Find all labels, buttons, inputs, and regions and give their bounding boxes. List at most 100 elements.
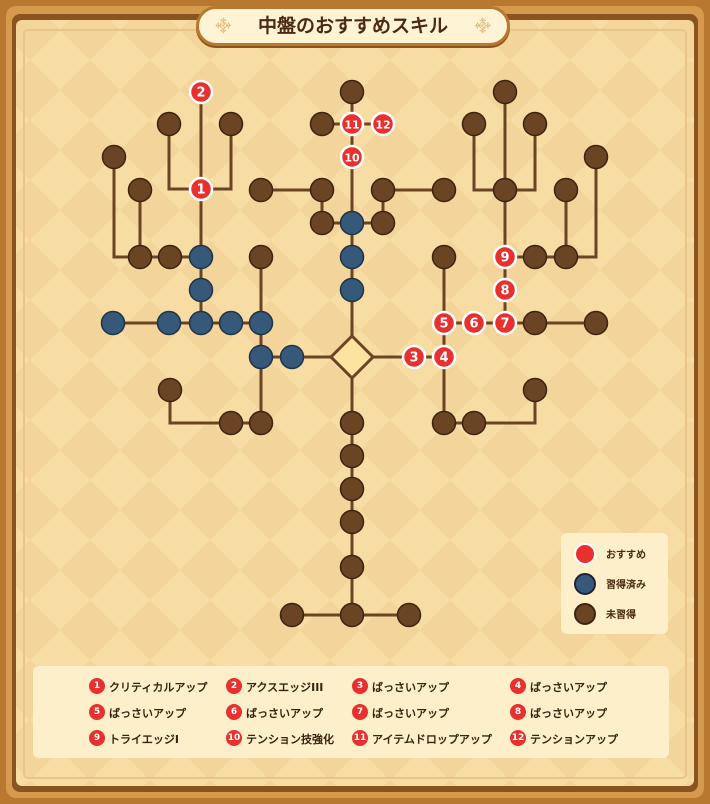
skill-node-recommended[interactable]: 3	[401, 344, 427, 370]
skill-node-recommended[interactable]: 2	[188, 79, 214, 105]
skill-node-recommended[interactable]: 11	[339, 111, 365, 137]
skill-node-unlearned[interactable]	[309, 210, 335, 236]
skill-name: ばっさいアップ	[530, 681, 607, 694]
skill-node-recommended[interactable]: 4	[431, 344, 457, 370]
skill-node-unlearned[interactable]	[218, 410, 244, 436]
skill-node-unlearned[interactable]	[431, 177, 457, 203]
skill-name: ばっさいアップ	[246, 707, 323, 720]
skill-name: テンション技強化	[246, 733, 334, 746]
skill-node-unlearned[interactable]	[248, 177, 274, 203]
skill-node-unlearned[interactable]	[461, 111, 487, 137]
swirl-ornament-icon: ࿇	[215, 15, 232, 36]
skill-node-unlearned[interactable]	[553, 177, 579, 203]
tree-connector	[112, 157, 201, 259]
skill-node-unlearned[interactable]	[157, 244, 183, 270]
skill-node-unlearned[interactable]	[522, 244, 548, 270]
skill-node-unlearned[interactable]	[370, 177, 396, 203]
skill-node-unlearned[interactable]	[492, 79, 518, 105]
skill-node-learned[interactable]	[248, 344, 274, 370]
skill-node-unlearned[interactable]	[522, 111, 548, 137]
skill-number-badge: 10	[226, 730, 242, 746]
skill-node-recommended[interactable]: 6	[461, 310, 487, 336]
skill-node-unlearned[interactable]	[396, 602, 422, 628]
skill-node-unlearned[interactable]	[492, 177, 518, 203]
skill-node-learned[interactable]	[339, 277, 365, 303]
skill-node-unlearned[interactable]	[583, 310, 609, 336]
skill-node-unlearned[interactable]	[156, 111, 182, 137]
skill-number-badge: 4	[510, 678, 526, 694]
skill-node-unlearned[interactable]	[309, 111, 335, 137]
legend: おすすめ 習得済み 未習得	[561, 533, 668, 634]
skill-node-learned[interactable]	[100, 310, 126, 336]
tree-connector	[168, 390, 261, 425]
skill-node-learned[interactable]	[248, 310, 274, 336]
skill-node-unlearned[interactable]	[339, 509, 365, 535]
skill-node-learned[interactable]	[188, 310, 214, 336]
skill-node-unlearned[interactable]	[553, 244, 579, 270]
skill-node-unlearned[interactable]	[218, 111, 244, 137]
legend-label: 習得済み	[606, 580, 646, 591]
skill-node-unlearned[interactable]	[431, 410, 457, 436]
skill-name: ばっさいアップ	[530, 707, 607, 720]
swirl-ornament-icon: ࿇	[474, 15, 491, 36]
skill-node-recommended[interactable]: 8	[492, 277, 518, 303]
skill-node-unlearned[interactable]	[522, 377, 548, 403]
skill-node-unlearned[interactable]	[127, 177, 153, 203]
skill-node-unlearned[interactable]	[370, 210, 396, 236]
skill-node-unlearned[interactable]	[339, 554, 365, 580]
legend-label: おすすめ	[606, 550, 646, 561]
skill-node-recommended[interactable]: 7	[492, 310, 518, 336]
skill-node-unlearned[interactable]	[339, 79, 365, 105]
skill-number-badge: 8	[510, 704, 526, 720]
skill-node-unlearned[interactable]	[279, 602, 305, 628]
skill-number-badge: 5	[89, 704, 105, 720]
skill-node-unlearned[interactable]	[248, 410, 274, 436]
skill-node-unlearned[interactable]	[339, 410, 365, 436]
skill-name: ばっさいアップ	[372, 707, 449, 720]
skill-name: アクスエッジIII	[246, 681, 324, 694]
skill-name: トライエッジI	[109, 733, 179, 746]
skill-name: クリティカルアップ	[109, 681, 208, 694]
skill-node-unlearned[interactable]	[339, 476, 365, 502]
skill-node-recommended[interactable]: 1	[188, 176, 214, 202]
skill-node-unlearned[interactable]	[101, 144, 127, 170]
skill-node-learned[interactable]	[188, 277, 214, 303]
center-start-node	[328, 333, 376, 381]
skill-node-learned[interactable]	[188, 244, 214, 270]
skill-node-learned[interactable]	[339, 244, 365, 270]
skill-node-unlearned[interactable]	[431, 244, 457, 270]
skill-node-unlearned[interactable]	[127, 244, 153, 270]
skill-node-unlearned[interactable]	[461, 410, 487, 436]
skill-node-number: 7	[500, 317, 509, 332]
skill-node-number: 5	[439, 317, 448, 332]
page-title: 中盤のおすすめスキル	[257, 15, 448, 37]
skill-node-number: 10	[344, 152, 360, 165]
skill-number-badge: 1	[89, 678, 105, 694]
skill-number-badge: 3	[352, 678, 368, 694]
skill-name: アイテムドロップアップ	[372, 733, 492, 746]
skill-node-unlearned[interactable]	[522, 310, 548, 336]
skill-node-number: 1	[196, 183, 205, 198]
skill-node-number: 12	[375, 119, 390, 132]
skill-node-number: 11	[344, 119, 359, 132]
skill-node-unlearned[interactable]	[309, 177, 335, 203]
skill-node-unlearned[interactable]	[157, 377, 183, 403]
skill-node-unlearned[interactable]	[339, 602, 365, 628]
skill-node-unlearned[interactable]	[248, 244, 274, 270]
skill-node-learned[interactable]	[279, 344, 305, 370]
skill-node-number: 6	[469, 317, 478, 332]
unlearned-dot-icon	[574, 603, 596, 625]
skill-node-number: 9	[500, 251, 509, 266]
skill-node-learned[interactable]	[156, 310, 182, 336]
skill-number-badge: 6	[226, 704, 242, 720]
skill-node-unlearned[interactable]	[339, 443, 365, 469]
skill-node-learned[interactable]	[339, 210, 365, 236]
skill-node-recommended[interactable]: 10	[339, 144, 365, 170]
skill-node-unlearned[interactable]	[583, 144, 609, 170]
skill-node-learned[interactable]	[218, 310, 244, 336]
tree-connector	[566, 157, 598, 259]
skill-node-recommended[interactable]: 12	[370, 111, 396, 137]
skill-node-recommended[interactable]: 5	[431, 310, 457, 336]
skill-node-recommended[interactable]: 9	[492, 244, 518, 270]
